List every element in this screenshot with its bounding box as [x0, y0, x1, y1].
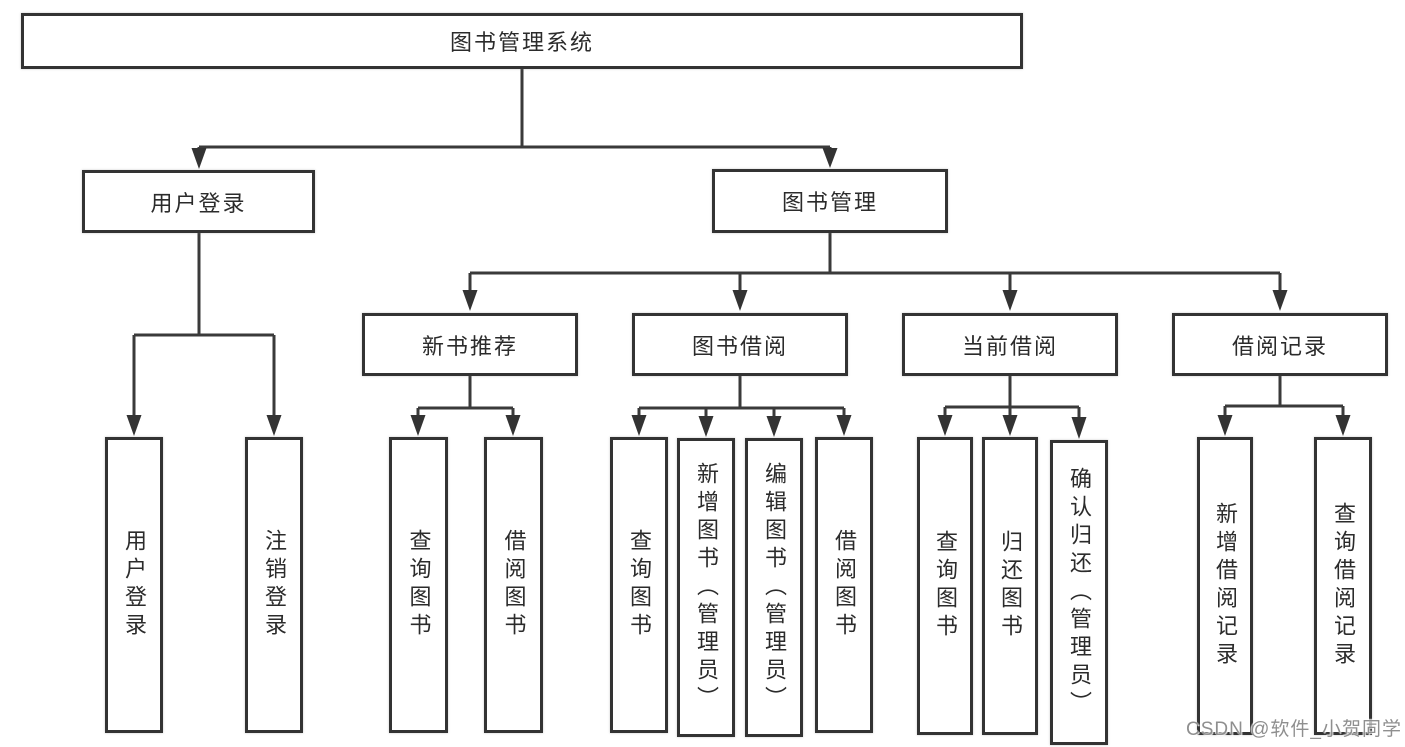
csdn-watermark: CSDN @软件_小贺同学 — [1186, 719, 1402, 740]
node-new-book-recommend: 新书推荐 — [362, 313, 578, 376]
leaf-add-borrow-record: 新增借阅记录 — [1197, 437, 1253, 735]
arrowheads — [126, 148, 1351, 439]
node-borrowing-records: 借阅记录 — [1172, 313, 1388, 376]
node-library-system: 图书管理系统 — [21, 13, 1023, 69]
leaf-logout-login: 注销登录 — [245, 437, 303, 733]
node-current-borrowing: 当前借阅 — [902, 313, 1118, 376]
leaf-edit-books-admin: 编辑图书（管理员） — [745, 438, 803, 737]
leaf-borrow-books: 借阅图书 — [815, 437, 873, 733]
node-book-management: 图书管理 — [712, 169, 948, 233]
node-book-borrowing: 图书借阅 — [632, 313, 848, 376]
leaf-query-books-current: 查询图书 — [917, 437, 973, 735]
leaf-borrow-books-recommend: 借阅图书 — [484, 437, 543, 733]
leaf-confirm-return-admin: 确认归还（管理员） — [1050, 440, 1108, 745]
leaf-user-login: 用户登录 — [105, 437, 163, 733]
leaf-query-books-recommend: 查询图书 — [389, 437, 448, 733]
leaf-query-books-borrow: 查询图书 — [610, 437, 668, 733]
leaf-return-books: 归还图书 — [982, 437, 1038, 735]
leaf-add-books-admin: 新增图书（管理员） — [677, 438, 735, 737]
leaf-query-borrow-record: 查询借阅记录 — [1314, 437, 1372, 735]
node-user-login: 用户登录 — [82, 170, 315, 233]
